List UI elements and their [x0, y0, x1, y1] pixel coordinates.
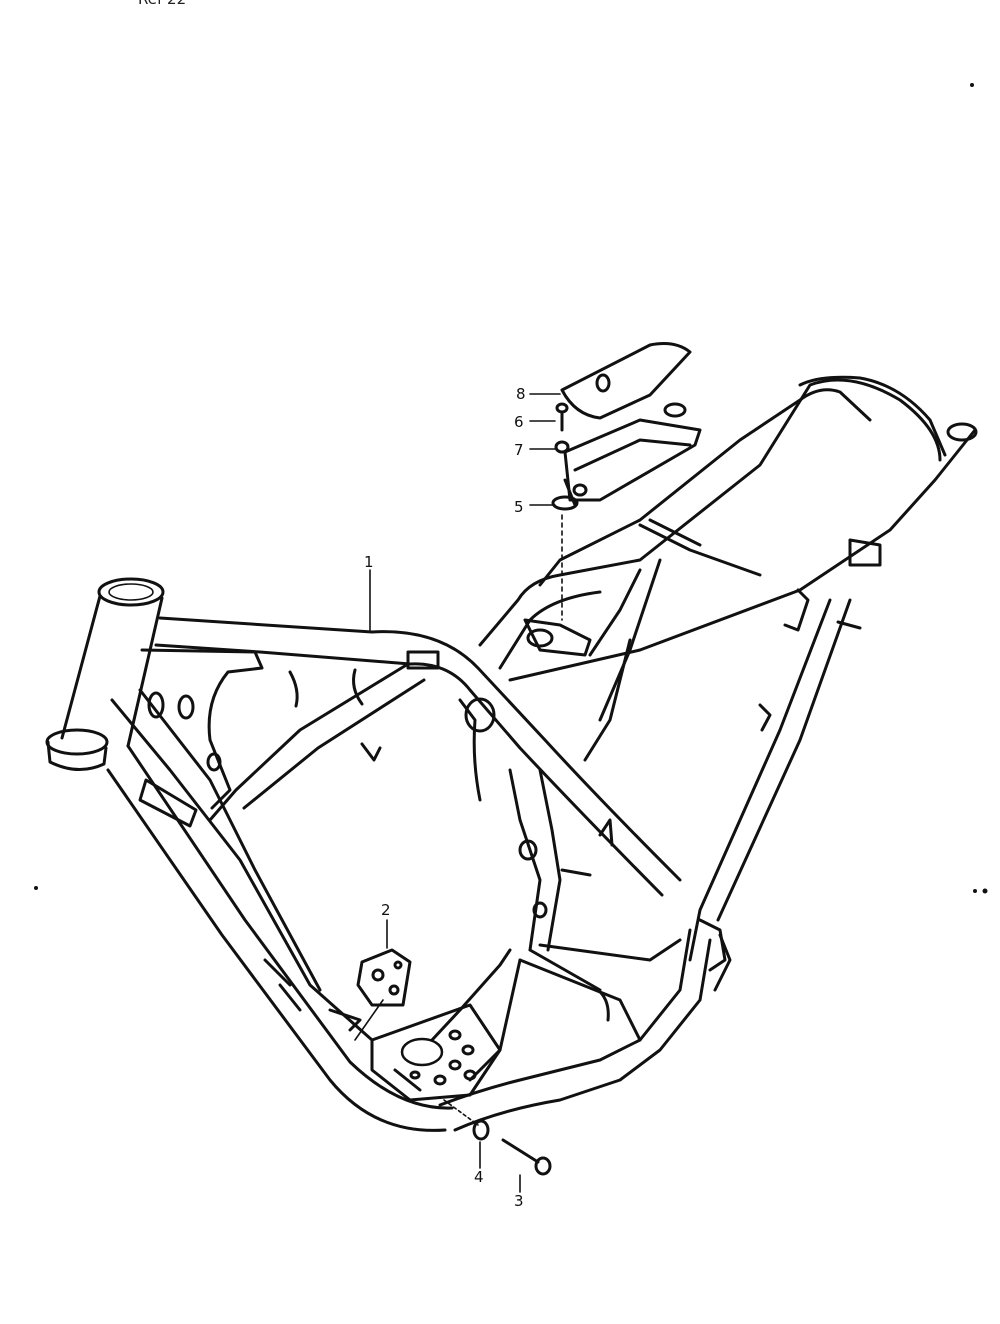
scan-specks	[34, 83, 988, 894]
callout-6: 6	[514, 413, 524, 431]
part-7-nut	[554, 440, 570, 454]
part-5-bracket	[551, 402, 702, 511]
front-downtubes	[106, 688, 454, 1132]
top-tube-brackets	[288, 650, 440, 762]
callout-3: 3	[514, 1192, 524, 1210]
callout-7: 7	[514, 441, 524, 459]
callout-2: 2	[381, 901, 391, 919]
steering-head-tube	[45, 577, 165, 771]
rear-downtubes	[583, 558, 852, 992]
motorcycle-frame	[45, 375, 978, 1132]
part-6-bolt	[555, 402, 569, 432]
part-8-cover	[560, 342, 692, 420]
callout-5: 5	[514, 498, 524, 516]
callout-1: 1	[364, 553, 374, 571]
lower-tabs	[263, 918, 727, 1032]
leader-lines	[354, 393, 563, 1193]
part-2-plate	[356, 948, 412, 1007]
callout-labels: 1 2 3 4 5 6 7 8	[364, 385, 526, 1210]
part-3-bolt	[501, 1138, 552, 1176]
lower-cradle	[430, 928, 712, 1132]
rear-shock-mount	[523, 568, 642, 657]
head-gusset	[138, 648, 264, 828]
skid-plate	[370, 1003, 502, 1102]
inner-cross-tube	[208, 662, 426, 822]
rear-seat-rails	[478, 375, 978, 682]
callout-8: 8	[516, 385, 526, 403]
center-post	[458, 697, 614, 952]
page-header: Ref 22	[138, 0, 186, 8]
top-tube	[154, 616, 682, 897]
part-4-washer	[472, 1119, 490, 1141]
callout-4: 4	[474, 1168, 484, 1186]
